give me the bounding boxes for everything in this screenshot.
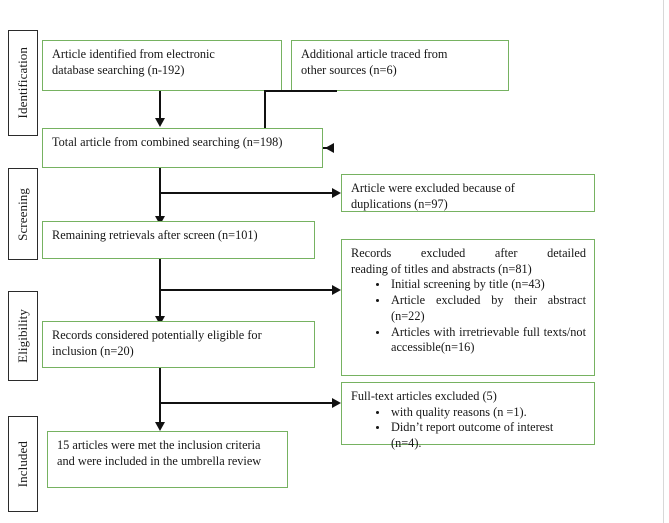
box-after-screen: Remaining retrievals after screen (n=101… bbox=[42, 221, 315, 259]
arrowhead-screen-to-records-excluded bbox=[332, 285, 341, 295]
list-item: Initial screening by title (n=43) bbox=[389, 277, 586, 293]
box-combined-search: Total article from combined searching (n… bbox=[42, 128, 323, 168]
arrowhead-other-sources-to-combined bbox=[325, 143, 334, 153]
box-records-excluded: Records excluded after detailed reading … bbox=[341, 239, 595, 376]
connector-screen-to-records-excluded bbox=[159, 289, 334, 292]
box-other-sources-line2: other sources (n=6) bbox=[301, 62, 397, 77]
box-records-excluded-lead2: reading of titles and abstracts (n=81) bbox=[351, 261, 532, 276]
list-item: Articles with irretrievable full texts/n… bbox=[389, 325, 586, 356]
list-item: Didn’t report outcome of interest (n=4). bbox=[389, 420, 586, 451]
box-database-search: Article identified from electronic datab… bbox=[42, 40, 282, 91]
stage-label-eligibility: Eligibility bbox=[8, 291, 38, 381]
connector-other-sources-top bbox=[264, 90, 337, 93]
box-fulltext-excluded-list: with quality reasons (n =1). Didn’t repo… bbox=[351, 405, 586, 452]
connector-eligible-to-included bbox=[159, 368, 162, 427]
box-other-sources-line1: Additional article traced from bbox=[301, 47, 448, 61]
box-duplicates-excluded: Article were excluded because of duplica… bbox=[341, 174, 595, 212]
stage-label-included-text: Included bbox=[15, 440, 30, 488]
box-eligible-records-line2: inclusion (n=20) bbox=[52, 343, 134, 358]
connector-other-sources-vertical bbox=[264, 91, 267, 149]
connector-search-to-combined bbox=[159, 91, 162, 120]
box-after-screen-line1: Remaining retrievals after screen (n=101… bbox=[52, 228, 258, 242]
connector-eligible-to-fulltext-excluded bbox=[159, 402, 334, 405]
box-other-sources: Additional article traced from other sou… bbox=[291, 40, 509, 91]
page-edge-rule bbox=[663, 0, 664, 523]
box-database-search-line1: Article identified from electronic bbox=[52, 47, 215, 61]
box-duplicates-excluded-line2: duplications (n=97) bbox=[351, 196, 448, 211]
stage-label-identification: Identification bbox=[8, 30, 38, 136]
box-eligible-records: Records considered potentially eligible … bbox=[42, 321, 315, 368]
arrowhead-search-to-combined bbox=[155, 118, 165, 127]
stage-label-screening: Screening bbox=[8, 168, 38, 260]
stage-label-screening-text: Screening bbox=[15, 187, 30, 241]
arrowhead-combined-to-screen bbox=[155, 216, 165, 225]
box-eligible-records-line1: Records considered potentially eligible … bbox=[52, 328, 262, 342]
box-included-studies-line1: 15 articles were met the inclusion crite… bbox=[57, 438, 261, 452]
box-records-excluded-lead1: Records excluded after detailed bbox=[351, 246, 586, 260]
connector-combined-to-screen bbox=[159, 168, 162, 221]
box-combined-search-line1: Total article from combined searching (n… bbox=[52, 135, 283, 149]
arrowhead-screen-to-eligible bbox=[155, 316, 165, 325]
box-duplicates-excluded-line1: Article were excluded because of bbox=[351, 181, 515, 195]
connector-combined-to-duplicates bbox=[159, 192, 334, 195]
list-item: with quality reasons (n =1). bbox=[389, 405, 586, 421]
stage-label-included: Included bbox=[8, 416, 38, 512]
arrowhead-combined-to-duplicates bbox=[332, 188, 341, 198]
box-included-studies: 15 articles were met the inclusion crite… bbox=[47, 431, 288, 488]
box-included-studies-line2: and were included in the umbrella review bbox=[57, 453, 262, 468]
arrowhead-eligible-to-fulltext-excluded bbox=[332, 398, 341, 408]
stage-label-identification-text: Identification bbox=[15, 47, 30, 119]
box-fulltext-excluded: Full-text articles excluded (5) with qua… bbox=[341, 382, 595, 450]
box-fulltext-excluded-lead1: Full-text articles excluded (5) bbox=[351, 389, 497, 403]
box-database-search-line2: database searching (n-192) bbox=[52, 62, 185, 77]
box-records-excluded-list: Initial screening by title (n=43) Articl… bbox=[351, 277, 586, 356]
stage-label-eligibility-text: Eligibility bbox=[15, 309, 30, 363]
arrowhead-eligible-to-included bbox=[155, 422, 165, 431]
list-item: Article excluded by their abstract (n=22… bbox=[389, 293, 586, 324]
